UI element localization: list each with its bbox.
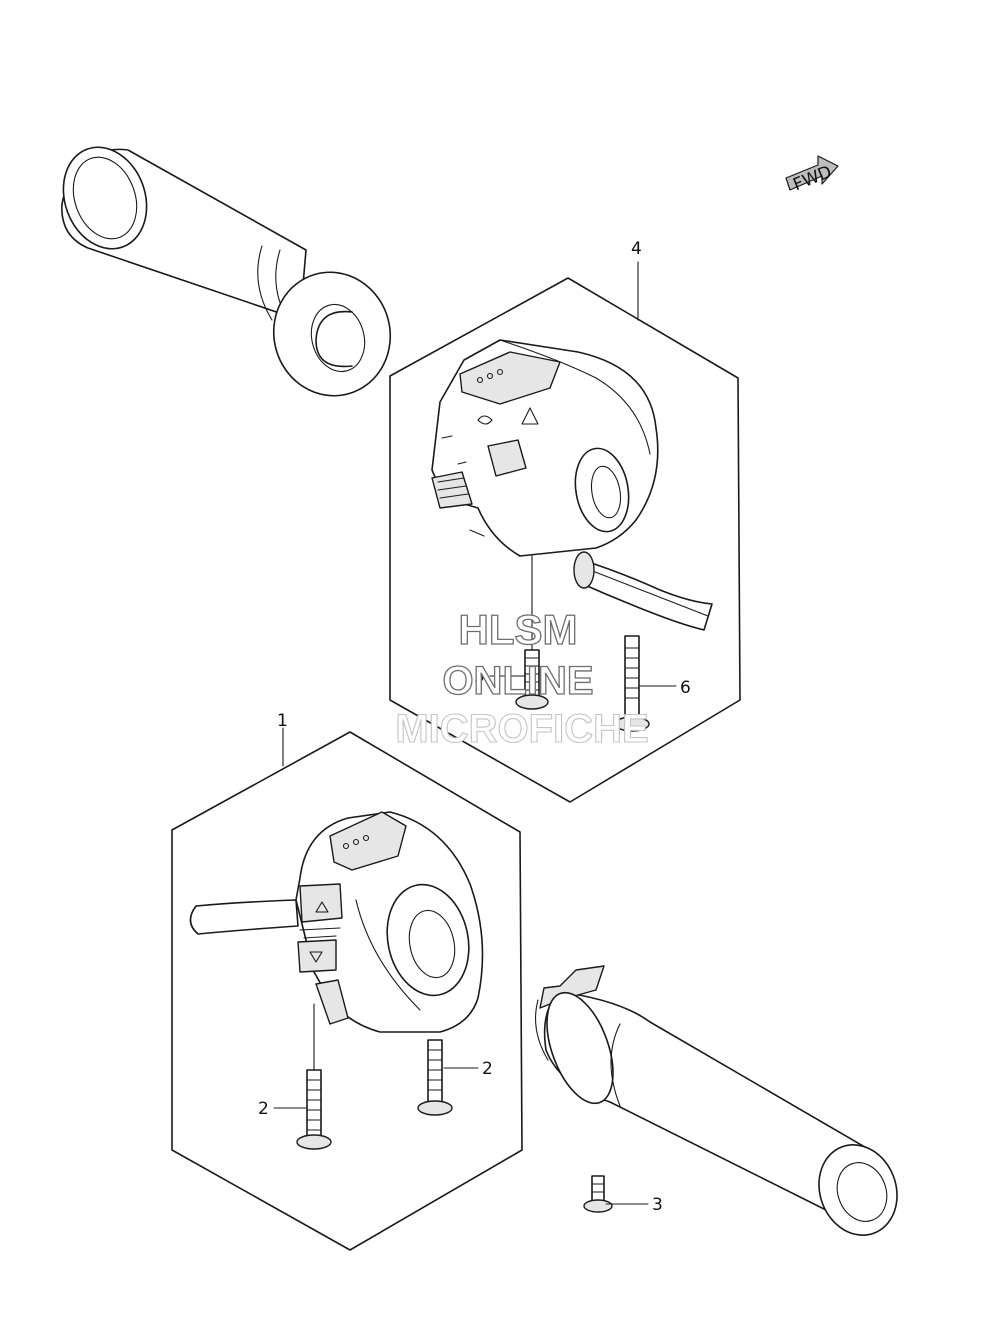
throttle-grip xyxy=(535,965,898,1236)
callout-part-3: 3 xyxy=(652,1195,663,1215)
callout-part-5: 5 xyxy=(474,667,485,687)
watermark-line-3: MICROFICHE xyxy=(395,707,648,751)
fwd-arrow-icon: FWD xyxy=(785,155,839,195)
screw-6 xyxy=(614,635,650,732)
callout-labels: 4 5 6 1 2 2 3 xyxy=(258,239,691,1215)
screw-2-right xyxy=(417,1039,453,1116)
screw-2-left xyxy=(296,1069,332,1150)
left-handlebar-switch xyxy=(431,339,713,631)
callout-part-2-right: 2 xyxy=(482,1059,493,1079)
watermark-line-1: HLSM xyxy=(459,606,578,653)
right-handlebar-switch xyxy=(189,811,484,1033)
fwd-label: FWD xyxy=(790,162,834,195)
callout-part-4: 4 xyxy=(631,239,642,259)
watermark: HLSM ONLINE MICROFICHE xyxy=(395,605,649,751)
screw-5 xyxy=(515,649,549,710)
screw-3 xyxy=(583,1175,613,1213)
left-grip xyxy=(61,146,392,397)
callout-part-6: 6 xyxy=(680,678,691,698)
callout-part-2-left: 2 xyxy=(258,1099,269,1119)
part-4-group-outline xyxy=(389,277,741,803)
part-1-group-outline xyxy=(171,731,523,1251)
watermark-line-2: ONLINE xyxy=(442,659,593,703)
leader-lines xyxy=(273,261,677,1205)
callout-part-1: 1 xyxy=(277,711,288,731)
